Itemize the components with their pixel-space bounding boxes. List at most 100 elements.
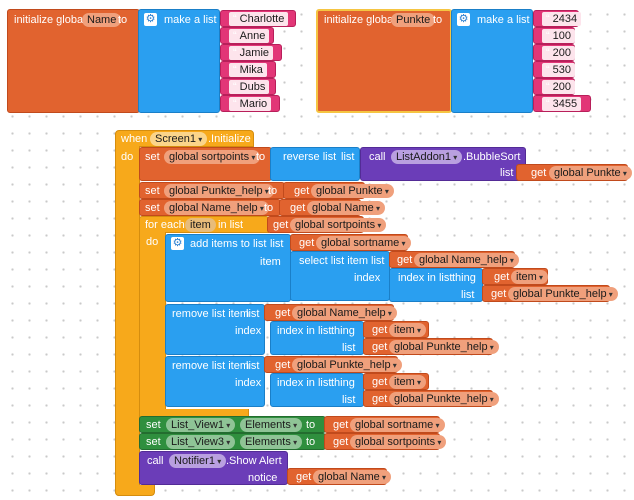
get-sortpoints-block[interactable]: get global sortpoints [267, 216, 387, 233]
get-punkte-block[interactable]: get global Punkte [283, 182, 394, 199]
string-value[interactable]: “Mario [229, 97, 272, 111]
get-name-help-block[interactable]: get global Name_help [389, 251, 519, 268]
init-global-punkte-block[interactable]: initialize global Punkte to [316, 9, 452, 113]
gear-icon[interactable]: ⚙ [144, 13, 157, 26]
gear-icon[interactable]: ⚙ [171, 237, 184, 250]
string-block-dubs[interactable]: “Dubs [220, 78, 276, 95]
string-block-200b[interactable]: “200 [533, 78, 576, 95]
var-dropdown-item[interactable]: item [389, 323, 427, 337]
get-punkte-help-block[interactable]: get global Punkte_help [482, 285, 618, 302]
set-listview3-elements-block[interactable]: set List_View3 Elements to [139, 433, 326, 450]
get-punkte-block[interactable]: get global Punkte [516, 164, 632, 181]
component-dropdown-screen1[interactable]: Screen1 [150, 132, 208, 146]
var-dropdown-name[interactable]: global Name [307, 201, 386, 215]
string-value[interactable]: “200 [542, 46, 576, 60]
var-dropdown-punkte-help[interactable]: global Punkte_help [389, 392, 499, 406]
gear-icon[interactable]: ⚙ [457, 13, 470, 26]
var-dropdown-sortpoints[interactable]: global sortpoints [164, 150, 261, 164]
string-block-mario[interactable]: “Mario [220, 95, 280, 112]
call-bubblesort-block[interactable]: call ListAddon1 .BubbleSort list [360, 147, 526, 181]
set-name-help-block[interactable]: set global Name_help to [139, 199, 281, 216]
get-sortname-block[interactable]: get global sortname [324, 416, 445, 433]
string-block-200a[interactable]: “200 [533, 44, 576, 61]
init-global-name-block[interactable]: initialize global Name to [7, 9, 140, 113]
string-block-charlotte[interactable]: “Charlotte [220, 10, 296, 27]
var-dropdown-sortname[interactable]: global sortname [350, 418, 445, 432]
select-list-item-block[interactable]: select list item list index [290, 251, 390, 301]
var-dropdown-name-help[interactable]: global Name_help [292, 306, 397, 320]
get-label: get [491, 288, 507, 300]
set-punkte-help-block[interactable]: set global Punkte_help to [139, 182, 285, 199]
component-dropdown-listaddon1[interactable]: ListAddon1 [391, 150, 463, 164]
string-block-530[interactable]: “530 [533, 61, 576, 78]
var-dropdown-name-help[interactable]: global Name_help [164, 201, 269, 215]
set-listview1-elements-block[interactable]: set List_View1 Elements to [139, 416, 326, 433]
component-dropdown-listview3[interactable]: List_View3 [166, 435, 236, 449]
index-in-list-block[interactable]: index in list thing list [270, 373, 364, 407]
get-item-block[interactable]: get item [363, 321, 429, 338]
add-items-to-list-block[interactable]: ⚙ add items to list list item [165, 234, 291, 302]
property-dropdown-elements[interactable]: Elements [240, 435, 303, 449]
string-value[interactable]: “Mika [229, 63, 267, 77]
var-dropdown-punkte-help[interactable]: global Punkte_help [292, 358, 402, 372]
get-punkte-help-block[interactable]: get global Punkte_help [264, 356, 402, 373]
var-dropdown-sortpoints[interactable]: global sortpoints [290, 218, 387, 232]
make-list-block-punkte[interactable]: ⚙ make a list [451, 9, 533, 113]
var-dropdown-item[interactable]: item [389, 375, 427, 389]
reverse-list-block[interactable]: reverse list list [270, 147, 360, 181]
var-dropdown-item[interactable]: item [511, 270, 549, 284]
add-items-label: add items to list [190, 238, 267, 250]
get-name-help-block[interactable]: get global Name_help [264, 304, 397, 321]
var-dropdown-name[interactable]: global Name [313, 470, 392, 484]
string-value[interactable]: “Anne [229, 29, 270, 43]
var-dropdown-punkte[interactable]: global Punkte [311, 184, 394, 198]
var-dropdown-sortpoints[interactable]: global sortpoints [350, 435, 447, 449]
var-dropdown-sortname[interactable]: global sortname [316, 236, 411, 250]
var-dropdown-name-help[interactable]: global Name_help [414, 253, 519, 267]
component-dropdown-listview1[interactable]: List_View1 [166, 418, 236, 432]
event-screen1-initialize-top[interactable]: when Screen1 .Initialize [115, 130, 254, 147]
set-label: set [145, 202, 160, 214]
get-item-block[interactable]: get item [482, 268, 549, 285]
string-value[interactable]: “100 [542, 29, 576, 43]
property-dropdown-elements[interactable]: Elements [240, 418, 303, 432]
set-sortpoints-block[interactable]: set global sortpoints to [139, 147, 272, 181]
get-item-block[interactable]: get item [363, 373, 429, 390]
get-name-block[interactable]: get global Name [279, 199, 386, 216]
string-value[interactable]: “Charlotte [229, 12, 289, 26]
index-in-list-block[interactable]: index in list thing list [389, 268, 483, 302]
string-value[interactable]: “Jamie [229, 46, 274, 60]
remove-list-item-block-2[interactable]: remove list item list index [165, 356, 265, 407]
var-dropdown-punkte-help[interactable]: global Punkte_help [508, 287, 618, 301]
init-var-name-field[interactable]: Name [82, 13, 122, 27]
get-label: get [299, 237, 315, 249]
string-value[interactable]: “200 [542, 80, 576, 94]
init-var-punkte-field[interactable]: Punkte [391, 13, 436, 27]
string-value[interactable]: “3455 [542, 97, 582, 111]
var-dropdown-punkte-help[interactable]: global Punkte_help [164, 184, 274, 198]
for-each-block-top[interactable]: for each item in list [139, 216, 269, 233]
string-block-3455[interactable]: “3455 [533, 95, 591, 112]
loop-var-field[interactable]: item [185, 218, 216, 232]
index-in-list-block[interactable]: index in list thing list [270, 321, 364, 355]
string-block-100[interactable]: “100 [533, 27, 576, 44]
component-dropdown-notifier1[interactable]: Notifier1 [169, 454, 227, 468]
get-sortname-block[interactable]: get global sortname [290, 234, 411, 251]
get-punkte-help-block[interactable]: get global Punkte_help [363, 390, 499, 407]
var-dropdown-punkte-help[interactable]: global Punkte_help [389, 340, 499, 354]
get-punkte-help-block[interactable]: get global Punkte_help [363, 338, 499, 355]
string-block-mika[interactable]: “Mika [220, 61, 276, 78]
string-block-anne[interactable]: “Anne [220, 27, 274, 44]
var-dropdown-punkte[interactable]: global Punkte [549, 166, 632, 180]
string-value[interactable]: “Dubs [229, 80, 270, 94]
string-value[interactable]: “530 [542, 63, 576, 77]
get-name-block[interactable]: get global Name [287, 468, 392, 485]
call-show-alert-block[interactable]: call Notifier1 .Show Alert notice [139, 451, 288, 485]
make-list-block-names[interactable]: ⚙ make a list [138, 9, 220, 113]
string-block-jamie[interactable]: “Jamie [220, 44, 282, 61]
call-label: call [369, 151, 386, 163]
get-sortpoints-block[interactable]: get global sortpoints [324, 433, 447, 450]
string-block-2434[interactable]: “2434 [533, 10, 582, 27]
string-value[interactable]: “2434 [542, 12, 582, 26]
remove-list-item-block-1[interactable]: remove list item list index [165, 304, 265, 355]
